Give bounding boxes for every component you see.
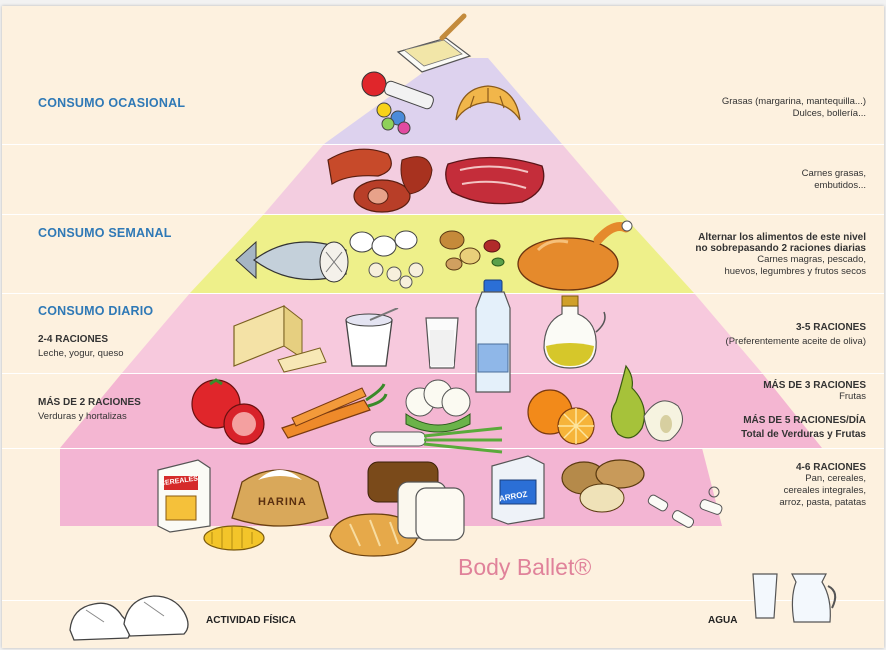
divider-line: [2, 214, 884, 215]
pear-icon: [604, 362, 690, 448]
label-aceite-desc: (Preferentemente aceite de oliva): [726, 336, 866, 348]
label-semanal-desc: huevos, legumbres y frutos secos: [695, 266, 866, 278]
water-bottle-icon: [470, 278, 516, 398]
label-carnes-grasas: Carnes grasas, embutidos...: [802, 168, 866, 192]
nuts-icon: [434, 226, 514, 278]
label-cereales-desc: Pan, cereales,: [779, 473, 866, 485]
label-actividad-fisica: ACTIVIDAD FÍSICA: [206, 615, 296, 626]
chicken-icon: [514, 220, 634, 294]
label-lacteos-raciones: 2-4 RACIONES: [38, 334, 108, 345]
label-frutas-title: MÁS DE 3 RACIONES: [763, 380, 866, 391]
food-pyramid-card: CONSUMO OCASIONAL CONSUMO SEMANAL CONSUM…: [2, 6, 884, 648]
yogurt-icon: [340, 308, 400, 370]
label-agua: AGUA: [708, 615, 737, 626]
label-lacteos-desc: Leche, yogur, queso: [38, 348, 124, 360]
label-frutas-desc: Frutas: [763, 391, 866, 403]
oil-bottle-icon: [538, 292, 608, 372]
divider-line: [2, 293, 884, 294]
label-cereales-desc: arroz, pasta, patatas: [779, 497, 866, 509]
steak-icon: [442, 150, 552, 210]
label-semanal-desc: Carnes magras, pescado,: [695, 254, 866, 266]
label-carnes-line: Carnes grasas,: [802, 168, 866, 180]
cheese-icon: [228, 302, 328, 376]
fish-icon: [234, 228, 350, 292]
brand-watermark: Body Ballet®: [458, 554, 591, 581]
label-total-desc: Total de Verduras y Frutas: [741, 429, 866, 440]
label-aceite-title: 3-5 RACIONES: [726, 322, 866, 333]
sausage-icon: [318, 140, 438, 220]
label-cereales-desc: cereales integrales,: [779, 485, 866, 497]
label-frutas: MÁS DE 3 RACIONES Frutas: [763, 380, 866, 403]
label-total-verduras-frutas: MÁS DE 5 RACIONES/DÍA Total de Verduras …: [741, 415, 866, 440]
label-semanal-bold: Alternar los alimentos de este nivel: [695, 232, 866, 243]
milk-icon: [422, 316, 462, 370]
label-grasas: Grasas (margarina, mantequilla...) Dulce…: [722, 96, 866, 120]
label-cereales-title: 4-6 RACIONES: [779, 462, 866, 473]
label-semanal-note: Alternar los alimentos de este nivel no …: [695, 232, 866, 278]
label-total-title: MÁS DE 5 RACIONES/DÍA: [741, 415, 866, 426]
sliced-bread-icon: [364, 452, 468, 542]
label-consumo-diario: CONSUMO DIARIO: [38, 304, 153, 318]
water-jug-icon: [782, 568, 842, 628]
label-verduras-raciones: MÁS DE 2 RACIONES: [38, 397, 141, 408]
sneakers-icon: [64, 580, 194, 644]
divider-line: [2, 373, 884, 374]
divider-line: [2, 144, 884, 145]
label-verduras-desc: Verduras y hortalizas: [38, 411, 127, 423]
label-cereales: 4-6 RACIONES Pan, cereales, cereales int…: [779, 462, 866, 509]
label-grasas-line: Grasas (margarina, mantequilla...): [722, 96, 866, 108]
tomato-icon: [188, 378, 272, 450]
orange-icon: [526, 386, 600, 448]
label-grasas-line: Dulces, bollería...: [722, 108, 866, 120]
pasta-icon: [642, 484, 738, 546]
label-carnes-line: embutidos...: [802, 180, 866, 192]
croissant-icon: [450, 80, 526, 136]
water-glass-icon: [750, 566, 780, 622]
flour-sack-label: HARINA: [258, 496, 307, 508]
label-consumo-ocasional: CONSUMO OCASIONAL: [38, 96, 185, 110]
label-consumo-semanal: CONSUMO SEMANAL: [38, 226, 172, 240]
eggs-icon: [346, 228, 438, 290]
corn-icon: [198, 518, 270, 558]
candy-icon: [354, 66, 444, 138]
leek-icon: [366, 422, 506, 456]
label-aceite: 3-5 RACIONES (Preferentemente aceite de …: [726, 322, 866, 348]
label-semanal-bold: no sobrepasando 2 raciones diarias: [695, 243, 866, 254]
